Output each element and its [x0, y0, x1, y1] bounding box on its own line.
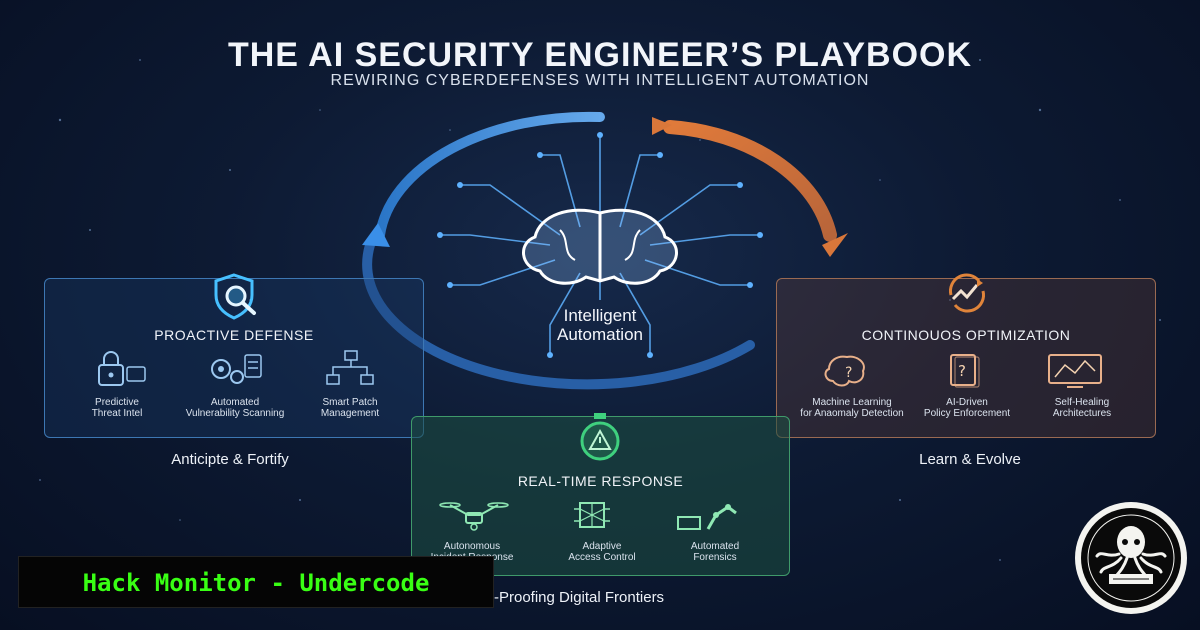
- card-title: REAL-TIME RESPONSE: [517, 473, 684, 489]
- brain-question-icon: ?: [824, 355, 865, 387]
- feature-automated-vulnerability-scanning: Automated Vulnerability Scanning: [175, 397, 295, 419]
- feature-smart-patch-management: Smart Patch Management: [300, 397, 400, 419]
- center-label-line2: Automation: [557, 325, 643, 344]
- octopus-logo-icon: [1075, 502, 1187, 614]
- question-document-icon: ?: [950, 354, 980, 388]
- feature-line2: Management: [320, 408, 380, 419]
- cycle-arrow-orange: [822, 233, 848, 257]
- card-title: CONTINOUOS OPTIMIZATION: [861, 327, 1071, 343]
- feature-line1: Self-Healing: [1054, 397, 1110, 408]
- feature-predictive-threat-intel: Predictive Threat Intel: [67, 397, 167, 419]
- feature-line1: Automated: [210, 397, 260, 408]
- feature-line1: Autonomous: [443, 541, 501, 552]
- feature-adaptive-access-control: Adaptive Access Control: [544, 541, 660, 563]
- cycle-trend-icon: [949, 273, 985, 313]
- robot-arm-icon: [677, 504, 737, 530]
- feature-line1: Smart Patch: [322, 397, 378, 408]
- feature-ai-policy-enforcement: AI-Driven Policy Enforcement: [907, 397, 1027, 419]
- cycle-arrow-blue: [362, 223, 390, 247]
- feature-line2: Forensics: [693, 552, 737, 563]
- chip-icon: [574, 502, 610, 528]
- page-subtitle: REWIRING CYBERDEFENSES WITH INTELLIGENT …: [330, 72, 870, 89]
- drone-icon: [439, 502, 509, 531]
- svg-text:?: ?: [845, 365, 852, 381]
- stopwatch-alert-icon: [580, 413, 620, 461]
- hack-monitor-banner: Hack Monitor - Undercode: [18, 556, 494, 608]
- card-proactive-defense: PROACTIVE DEFENSE Predictive Threat Inte…: [44, 273, 424, 438]
- monitor-network-icon: [1048, 354, 1102, 388]
- feature-line2: Threat Intel: [91, 408, 143, 419]
- feature-self-healing-architectures: Self-Healing Architectures: [1027, 397, 1137, 419]
- center-label: Intelligent Automation: [500, 306, 700, 344]
- cycle-arc-blue-bottom: [362, 240, 755, 390]
- feature-line1: AI-Driven: [946, 397, 988, 408]
- feature-line2: Access Control: [568, 552, 636, 563]
- flowchart-icon: [326, 350, 374, 385]
- feature-line1: Automated: [690, 541, 740, 552]
- svg-text:?: ?: [958, 362, 966, 380]
- tagline-left: Anticipte & Fortify: [171, 451, 289, 468]
- shield-search-icon: [214, 273, 256, 320]
- tagline-bottom: -Proofing Digital Frontiers: [494, 589, 665, 606]
- cycle-arc-blue: [375, 111, 605, 240]
- cycle-arrow-top: [652, 117, 672, 135]
- feature-automated-forensics: Automated Forensics: [660, 541, 770, 563]
- card-title: PROACTIVE DEFENSE: [154, 327, 314, 343]
- tagline-right: Learn & Evolve: [919, 451, 1021, 468]
- feature-line2: Vulnerability Scanning: [185, 408, 285, 419]
- feature-line2: Policy Enforcement: [923, 408, 1011, 419]
- banner-text: Hack Monitor - Undercode: [82, 569, 430, 597]
- card-real-time-response: REAL-TIME RESPONSE Autonomous Incident R…: [411, 413, 790, 576]
- cycle-arc-orange: [663, 120, 837, 242]
- center-label-line1: Intelligent: [563, 306, 637, 325]
- brain-circuit-icon: [522, 208, 678, 285]
- gears-document-icon: [211, 354, 262, 384]
- card-continuous-optimization: CONTINOUOS OPTIMIZATION ? Machine Learni…: [776, 273, 1156, 438]
- feature-line1: Predictive: [95, 397, 139, 408]
- automation-cycle-graphic: [362, 111, 848, 390]
- feature-ml-anomaly-detection: Machine Learning for Anaomaly Detection: [777, 397, 927, 419]
- feature-line2: for Anaomaly Detection: [800, 408, 904, 419]
- feature-line1: Machine Learning: [812, 397, 892, 408]
- page-title: THE AI SECURITY ENGINEER’S PLAYBOOK: [227, 36, 973, 74]
- lock-icon: [98, 351, 146, 386]
- feature-line1: Adaptive: [582, 541, 622, 552]
- feature-line2: Architectures: [1052, 408, 1112, 419]
